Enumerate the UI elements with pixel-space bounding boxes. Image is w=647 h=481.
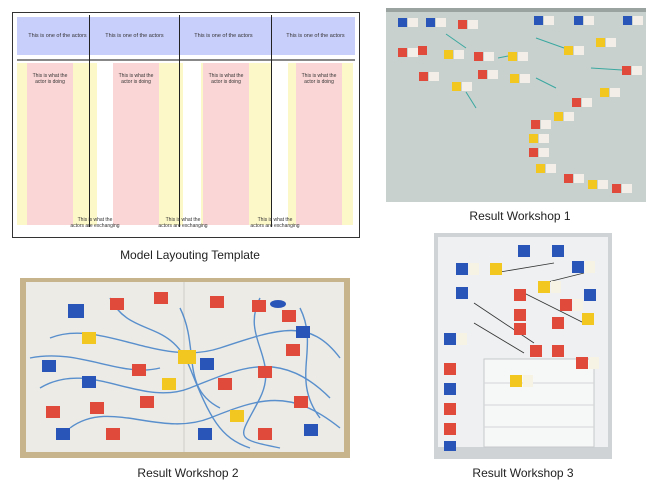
exchange-label-line1: This is what the	[165, 217, 201, 223]
actor-label: This is one of the actors	[105, 33, 164, 39]
doing-label-line2: actor is doing	[211, 79, 241, 85]
doing-label-line1: This is what the	[118, 73, 154, 79]
exchange-label-line1: This is what the	[77, 217, 113, 223]
exchange-label-line2: actors are exchanging	[70, 223, 120, 229]
workshop-3-whiteboard	[434, 233, 612, 459]
header-divider	[17, 59, 355, 61]
doing-label-line1: This is what the	[208, 73, 244, 79]
actor-doing-column: This is what the actor is doing	[203, 63, 249, 225]
workshop-3-photo	[434, 233, 612, 459]
actor-doing-column: This is what the actor is doing	[296, 63, 342, 225]
exchange-label-line1: This is what the	[257, 217, 293, 223]
caption-workshop-1: Result Workshop 1	[469, 209, 571, 223]
actor-label: This is one of the actors	[194, 33, 253, 39]
exchange-label-line2: actors are exchanging	[250, 223, 300, 229]
lane-separator	[271, 15, 272, 227]
caption-workshop-3: Result Workshop 3	[472, 466, 574, 480]
doing-label-line1: This is what the	[32, 73, 68, 79]
model-layouting-template: This is what the actor is doing This is …	[12, 12, 360, 238]
workshop-1-whiteboard	[386, 8, 646, 202]
actor-label: This is one of the actors	[286, 33, 345, 39]
actor-doing-column: This is what the actor is doing	[113, 63, 159, 225]
lane-separator	[89, 15, 90, 227]
lane-separator	[179, 15, 180, 227]
actor-doing-column: This is what the actor is doing	[27, 63, 73, 225]
exchange-label: This is what the actors are exchanging	[65, 217, 125, 229]
doing-label-line2: actor is doing	[121, 79, 151, 85]
actor-label: This is one of the actors	[28, 33, 87, 39]
exchange-label-line2: actors are exchanging	[158, 223, 208, 229]
caption-template: Model Layouting Template	[120, 248, 260, 262]
doing-label-line2: actor is doing	[304, 79, 334, 85]
exchange-label: This is what the actors are exchanging	[153, 217, 213, 229]
doing-label-line2: actor is doing	[35, 79, 65, 85]
caption-workshop-2: Result Workshop 2	[137, 466, 239, 480]
actors-header-band	[17, 17, 355, 55]
exchange-label: This is what the actors are exchanging	[245, 217, 305, 229]
doing-label-line1: This is what the	[301, 73, 337, 79]
workshop-2-paper-board	[20, 278, 350, 458]
workshop-2-photo	[20, 278, 350, 458]
workshop-1-photo	[386, 8, 646, 202]
